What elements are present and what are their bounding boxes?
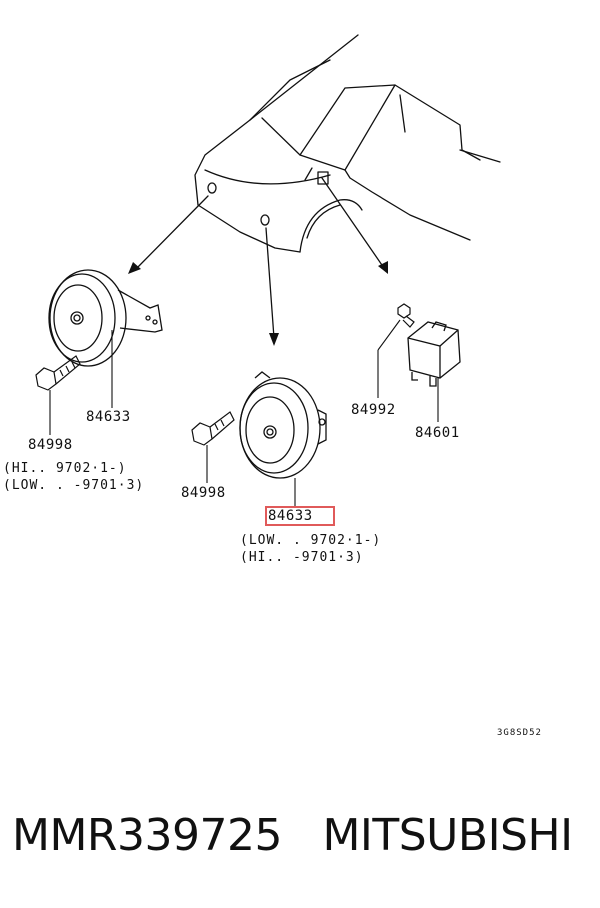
part-number: MMR339725 [12, 810, 282, 861]
note-center-1: (LOW. . 9702·1-) [240, 533, 382, 548]
brand-name: MITSUBISHI [322, 810, 573, 861]
note-center-2: (HI.. -9701·3) [240, 550, 364, 565]
label-bolt-center[interactable]: 84998 [181, 485, 226, 501]
mount-point-left [207, 182, 217, 194]
arrow-to-center-horn [265, 227, 275, 339]
parts-diagram [35, 34, 501, 508]
label-screw-right[interactable]: 84992 [351, 402, 396, 418]
note-left-1: (HI.. 9702·1-) [3, 461, 127, 476]
label-bolt-left[interactable]: 84998 [28, 437, 73, 453]
footer-caption: MMR339725 MITSUBISHI [12, 810, 600, 861]
horn-center [239, 371, 327, 479]
car-outline [194, 34, 501, 253]
screw-right [397, 303, 415, 328]
bolt-left [35, 355, 81, 391]
note-left-2: (LOW. . -9701·3) [3, 478, 145, 493]
arrow-to-relay [321, 177, 385, 269]
label-relay-right[interactable]: 84601 [415, 425, 460, 441]
mount-point-center [260, 214, 270, 226]
bolt-center [191, 411, 235, 446]
arrow-to-left-horn [134, 195, 209, 271]
label-horn-left[interactable]: 84633 [86, 409, 131, 425]
label-horn-center-highlighted[interactable]: 84633 [265, 506, 335, 526]
horn-left [48, 269, 163, 367]
relay-right [407, 321, 461, 387]
diagram-code: 3G8SD52 [497, 728, 542, 738]
